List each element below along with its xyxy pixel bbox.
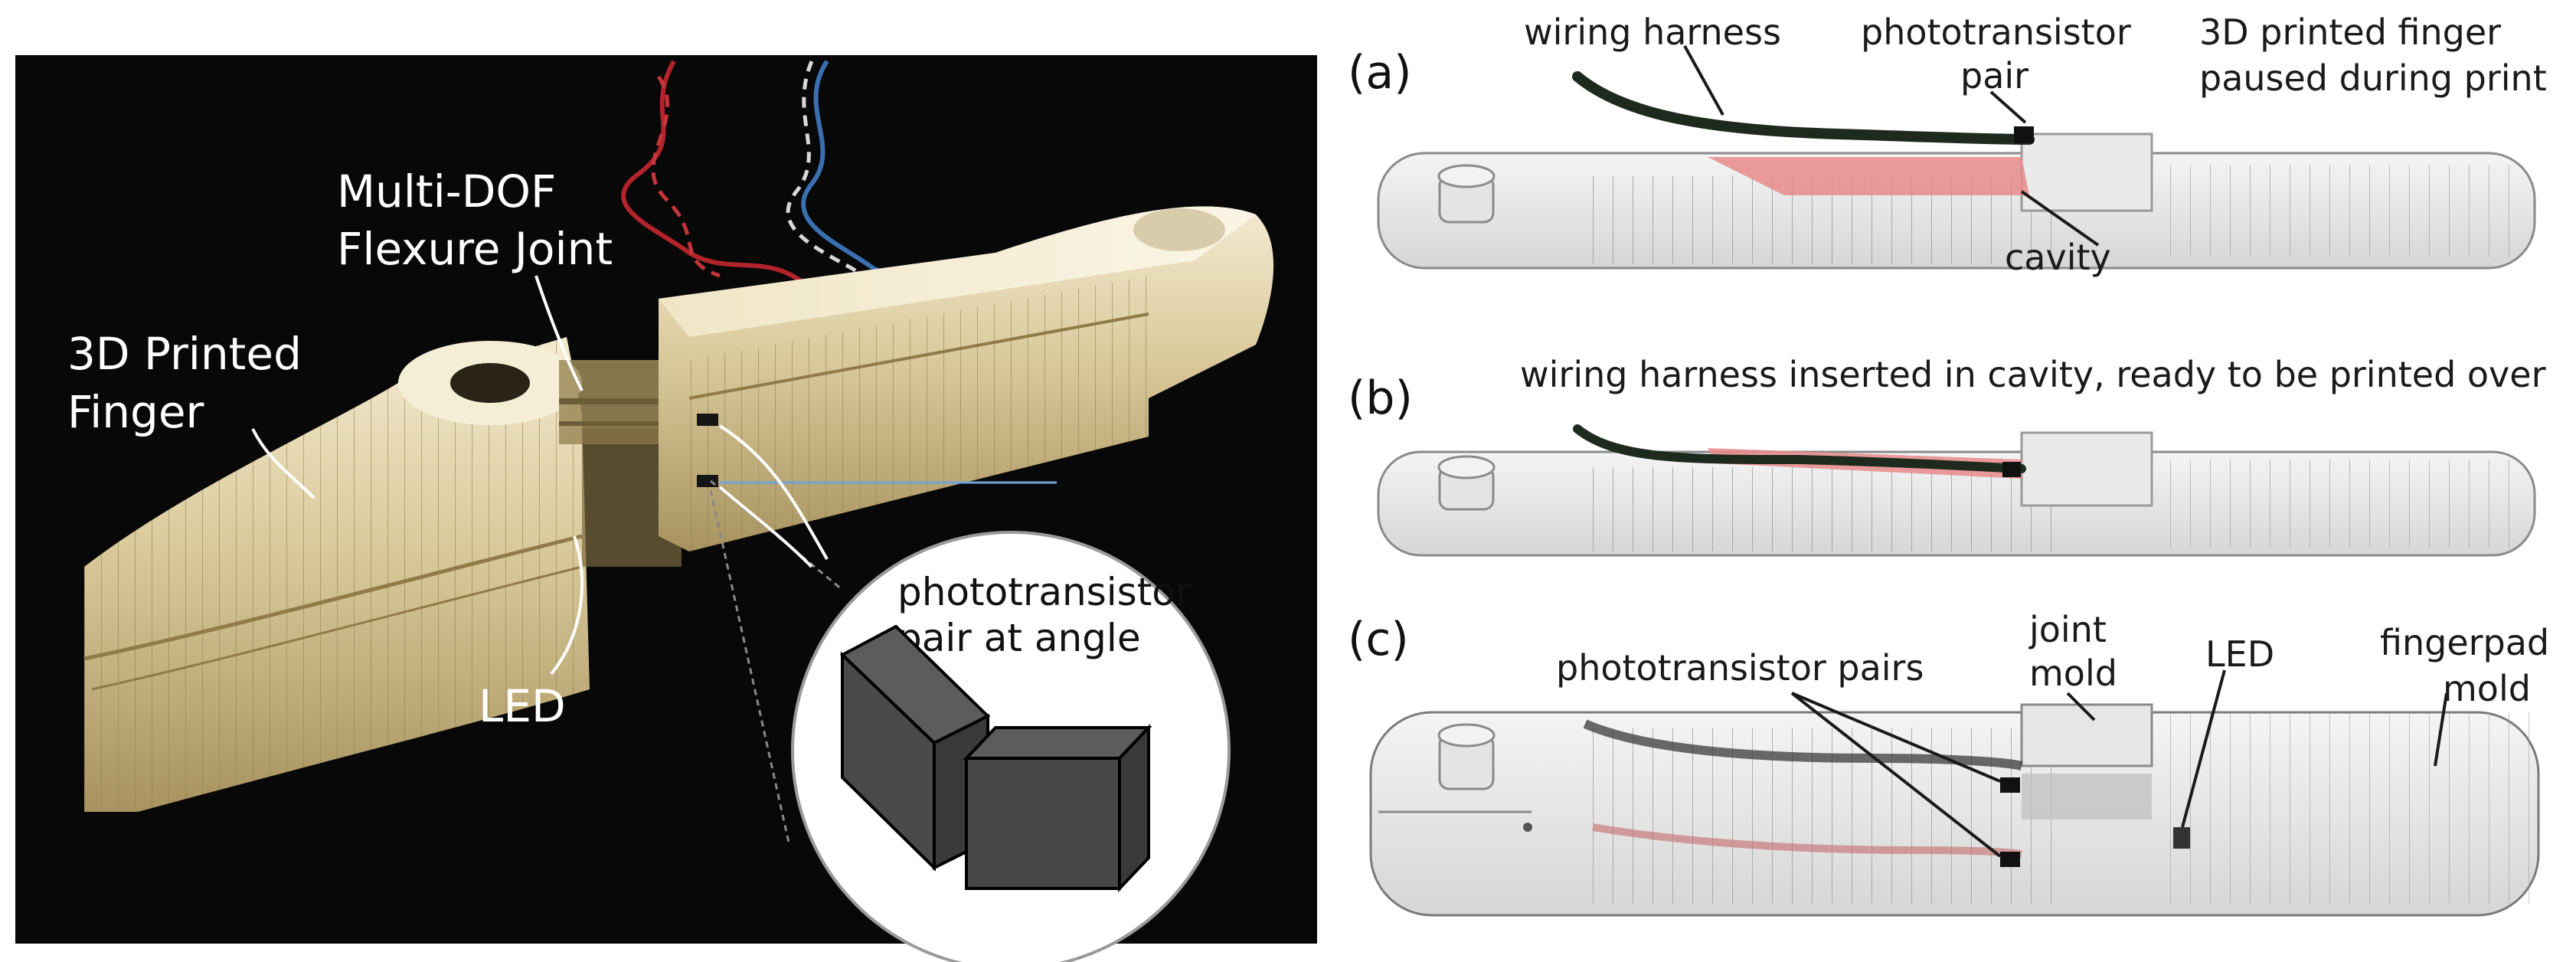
- panel-c-joint-label-line2: mold: [2029, 653, 2117, 694]
- panel-c-joint-label-line1: joint: [2028, 609, 2107, 650]
- panel-a-cavity-leader: [2020, 190, 2100, 247]
- finger-label-line2: Finger: [67, 386, 204, 438]
- panel-b-wiring-harness: [1573, 424, 2026, 473]
- panel-a-pair-label-line1: phototransistor: [1861, 11, 2131, 53]
- panel-c-led: [2173, 827, 2190, 849]
- panel-a-cavity-label: cavity: [2005, 237, 2111, 278]
- panel-c-pairs-label: phototransistor pairs: [1556, 647, 1924, 689]
- led-leader: [550, 535, 584, 676]
- wire-red-2: [651, 75, 721, 278]
- inset-label-line2: pair at angle: [897, 616, 1141, 660]
- panel-c-fingerpad-leader: [2434, 692, 2448, 767]
- panel-c: (c) phototransistor pairs joint mold LED…: [1348, 609, 2549, 917]
- panel-b-caption: wiring harness inserted in cavity, ready…: [1520, 354, 2546, 395]
- panel-a-phototransistor-pair: [2014, 126, 2034, 143]
- inset-label-line1: phototransistor: [897, 570, 1192, 614]
- panel-c-phototransistor-upper: [2000, 777, 2020, 793]
- panel-c-fingerpad-label-line1: fingerpad: [2380, 622, 2549, 663]
- inset-leader-top: [710, 479, 843, 591]
- panel-c-joint-leader: [2066, 692, 2096, 722]
- panel-a: (a) wiring harness phototransistor pair …: [1348, 11, 2547, 278]
- multi-dof-label-line1: Multi-DOF: [337, 165, 556, 218]
- panel-a-pair-label-line2: pair: [1960, 55, 2028, 97]
- panel-c-tag: (c): [1348, 613, 1409, 666]
- panel-c-phototransistor-lower: [2000, 852, 2020, 867]
- panel-a-cavity: [1708, 157, 2029, 195]
- panel-c-harness-upper: [1583, 719, 2023, 771]
- panel-b-tag: (b): [1348, 371, 1413, 425]
- panel-c-fingerpad-label-line2: mold: [2443, 668, 2531, 709]
- led-label: LED: [479, 680, 566, 732]
- photo-panel: Multi-DOF Flexure Joint 3D Printed Finge…: [15, 55, 1317, 962]
- panel-b-finger-model: [1377, 431, 2536, 557]
- panel-c-led-label: LED: [2205, 633, 2274, 675]
- panel-c-finger-model: [1369, 703, 2540, 917]
- panel-a-finger-model: [1377, 133, 2536, 270]
- wire-white: [786, 61, 859, 274]
- printed-finger-distal: [83, 337, 590, 812]
- multi-dof-leader: [534, 275, 584, 391]
- panel-a-wiring-harness: [1572, 71, 2035, 145]
- panel-b: (b) wiring harness inserted in cavity, r…: [1348, 354, 2546, 557]
- panel-c-pairs-leader-upper: [1791, 692, 2001, 783]
- panel-c-led-leader: [2181, 669, 2226, 828]
- panel-a-harness-label: wiring harness: [1524, 11, 1781, 53]
- finger-leader: [251, 428, 315, 499]
- inset-leader-bottom: [709, 489, 790, 843]
- panel-a-tag: (a): [1348, 46, 1412, 100]
- panel-a-finger-label-line2: paused during print: [2199, 57, 2547, 99]
- phototransistor-block-right: [963, 723, 1152, 893]
- sensor-leader-upper: [718, 424, 829, 560]
- panel-a-finger-label-line1: 3D printed finger: [2199, 11, 2501, 53]
- panel-a-pair-leader: [1989, 90, 2027, 124]
- inset-circle: phototransistor pair at angle: [791, 531, 1231, 962]
- sensor-leader-lower: [718, 486, 813, 568]
- panel-a-harness-leader: [1683, 45, 1724, 116]
- panel-b-phototransistor-pair: [2002, 462, 2021, 477]
- multi-dof-label-line2: Flexure Joint: [337, 223, 613, 275]
- panel-c-pairs-leader-lower: [1790, 692, 2002, 858]
- finger-label-line1: 3D Printed: [67, 328, 302, 380]
- wire-red: [621, 60, 806, 286]
